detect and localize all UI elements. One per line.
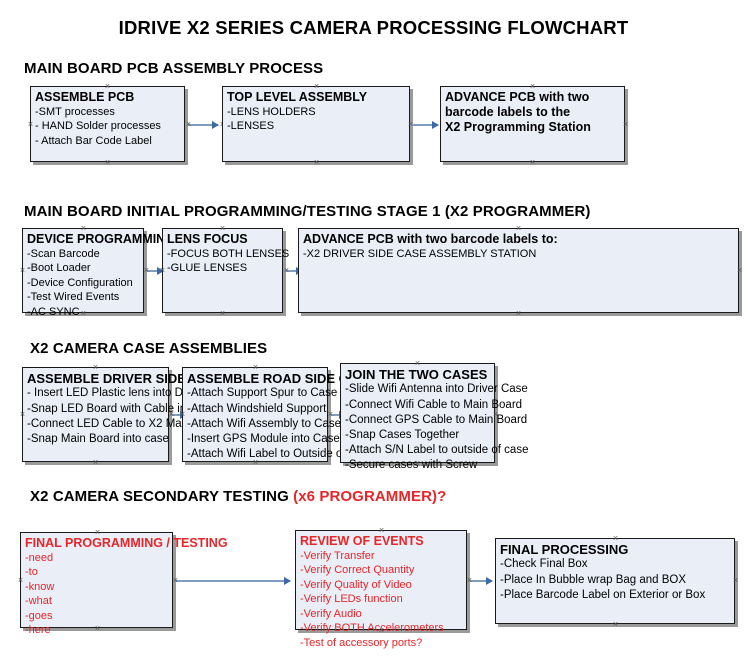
connector-arrow: [147, 267, 164, 275]
node-advance-pcb-station[interactable]: ADVANCE PCB with two barcode labels to t…: [440, 86, 625, 162]
node-line: -Verify Transfer: [300, 549, 375, 562]
section-heading-4-text: X2 CAMERA SECONDARY TESTING: [30, 488, 294, 505]
node-assemble-driver-side-case[interactable]: ASSEMBLE DRIVER SIDE CASE - Insert LED P…: [22, 367, 236, 462]
node-title-line2: barcode labels to the: [445, 104, 571, 119]
node-line: -Connect GPS Cable to Main Board: [345, 413, 528, 426]
node-line: -FOCUS BOTH LENSES: [167, 247, 290, 260]
section-heading-2-text: MAIN BOARD INITIAL PROGRAMMING/TESTING S…: [24, 203, 591, 220]
node-line: -Attach Windshield Support: [187, 402, 327, 415]
node-line: -Attach Wifi Assembly to Case: [187, 417, 342, 430]
node-join-the-two-cases[interactable]: JOIN THE TWO CASES -Slide Wifi Antenna i…: [340, 363, 529, 471]
node-title: FINAL PROCESSING: [500, 542, 629, 557]
node-line: -Insert GPS Module into Case: [187, 432, 340, 445]
node-line: -Secure cases with Screw: [345, 459, 478, 472]
node-line: -Verify Quality of Video: [300, 578, 412, 591]
node-line: -Snap Cases Together: [345, 428, 460, 441]
node-line: -Boot Loader: [27, 262, 91, 275]
node-line: -here: [25, 624, 51, 637]
node-advance-pcb-driver-case[interactable]: ADVANCE PCB with two barcode labels to: …: [298, 228, 739, 313]
node-line: -Place Barcode Label on Exterior or Box: [500, 588, 706, 601]
section-heading-2: MAIN BOARD INITIAL PROGRAMMING/TESTING S…: [24, 203, 591, 220]
node-title: ADVANCE PCB with two barcode labels to:: [303, 232, 558, 246]
node-title: ASSEMBLE DRIVER SIDE CASE: [27, 371, 226, 386]
node-review-of-events[interactable]: REVIEW OF EVENTS -Verify Transfer -Verif…: [295, 530, 467, 649]
node-title: TOP LEVEL ASSEMBLY: [227, 90, 368, 104]
node-title: FINAL PROGRAMMING / TESTING: [25, 536, 228, 550]
node-line: -to: [25, 566, 38, 579]
node-title: JOIN THE TWO CASES: [345, 367, 488, 382]
node-line: -need: [25, 551, 54, 564]
node-title: ASSEMBLE PCB: [35, 90, 135, 104]
node-title: DEVICE PROGRAMMING: [27, 232, 175, 246]
node-title: REVIEW OF EVENTS: [300, 534, 424, 548]
node-line: -Connect LED Cable to X2 Main Board: [27, 417, 225, 430]
connector-arrow: [470, 577, 493, 585]
section-heading-1: MAIN BOARD PCB ASSEMBLY PROCESS: [24, 60, 323, 77]
node-title-line3: X2 Programming Station: [445, 119, 591, 134]
node-line: -Place In Bubble wrap Bag and BOX: [500, 573, 687, 586]
node-line: -AC SYNC: [27, 305, 80, 318]
node-line: -Verify BOTH Accelerometers: [300, 622, 444, 635]
node-device-programming[interactable]: DEVICE PROGRAMMING -Scan Barcode -Boot L…: [22, 228, 175, 318]
node-final-processing[interactable]: FINAL PROCESSING -Check Final Box -Place…: [495, 538, 735, 624]
node-line: - Insert LED Plastic lens into Driver Ca…: [27, 387, 236, 400]
node-line: -know: [25, 580, 55, 593]
node-assemble-pcb[interactable]: ASSEMBLE PCB -SMT processes - HAND Solde…: [30, 86, 185, 162]
section-heading-1-text: MAIN BOARD PCB ASSEMBLY PROCESS: [24, 60, 324, 77]
node-line: -Verify Audio: [300, 607, 362, 620]
connector-arrow: [176, 577, 291, 585]
section-heading-3: X2 CAMERA CASE ASSEMBLIES: [30, 340, 267, 357]
node-line: -GLUE LENSES: [167, 262, 248, 275]
node-line: -Connect Wifi Cable to Main Board: [345, 398, 523, 411]
node-line: -Test Wired Events: [27, 291, 120, 304]
node-line: -Snap Main Board into case: [27, 432, 169, 445]
section-heading-4: X2 CAMERA SECONDARY TESTING (x6 PROGRAMM…: [30, 488, 446, 505]
node-line: -Verify LEDs function: [300, 593, 403, 606]
section-heading-3-text: X2 CAMERA CASE ASSEMBLIES: [30, 340, 268, 357]
node-line: -Attach S/N Label to outside of case: [345, 444, 529, 457]
node-line: -Attach Support Spur to Case: [187, 387, 338, 400]
node-assemble-road-side-case[interactable]: ASSEMBLE ROAD SIDE CASE -Attach Support …: [182, 367, 376, 462]
node-lens-focus[interactable]: LENS FOCUS -FOCUS BOTH LENSES -GLUE LENS…: [162, 228, 290, 313]
node-line-overflow: -Test of accessory ports?: [300, 636, 423, 649]
connector-arrow: [412, 121, 439, 129]
node-line: -Verify Correct Quantity: [300, 564, 415, 577]
node-line: -Check Final Box: [500, 558, 588, 571]
node-line: -Device Configuration: [27, 276, 133, 289]
node-title: ASSEMBLE ROAD SIDE CASE: [187, 371, 375, 386]
node-line: -Slide Wifi Antenna into Driver Case: [345, 383, 528, 396]
node-line: -LENSES: [227, 120, 275, 133]
connector-arrow: [188, 121, 219, 129]
node-title: ADVANCE PCB with two: [445, 90, 590, 104]
node-line: -Attach Wifi Label to Outside of Case: [187, 448, 376, 461]
node-line: - HAND Solder processes: [35, 120, 161, 133]
node-title: LENS FOCUS: [167, 232, 248, 246]
node-line: -Scan Barcode: [27, 247, 100, 260]
node-top-level-assembly[interactable]: TOP LEVEL ASSEMBLY -LENS HOLDERS -LENSES: [222, 86, 410, 162]
node-line: - Attach Bar Code Label: [35, 134, 152, 147]
node-line: -SMT processes: [35, 105, 115, 118]
node-line: -what: [25, 595, 52, 608]
section-heading-4-accent: (x6 PROGRAMMER)?: [293, 488, 447, 505]
node-line: -Snap LED Board with Cable into Case: [27, 402, 226, 415]
node-line: -X2 DRIVER SIDE CASE ASSEMBLY STATION: [303, 247, 537, 260]
node-final-programming-testing[interactable]: FINAL PROGRAMMING / TESTING -need -to -k…: [20, 532, 228, 636]
node-line: -goes: [25, 609, 53, 622]
page-title: IDRIVE X2 SERIES CAMERA PROCESSING FLOWC…: [118, 17, 629, 38]
node-line: -LENS HOLDERS: [227, 105, 316, 118]
